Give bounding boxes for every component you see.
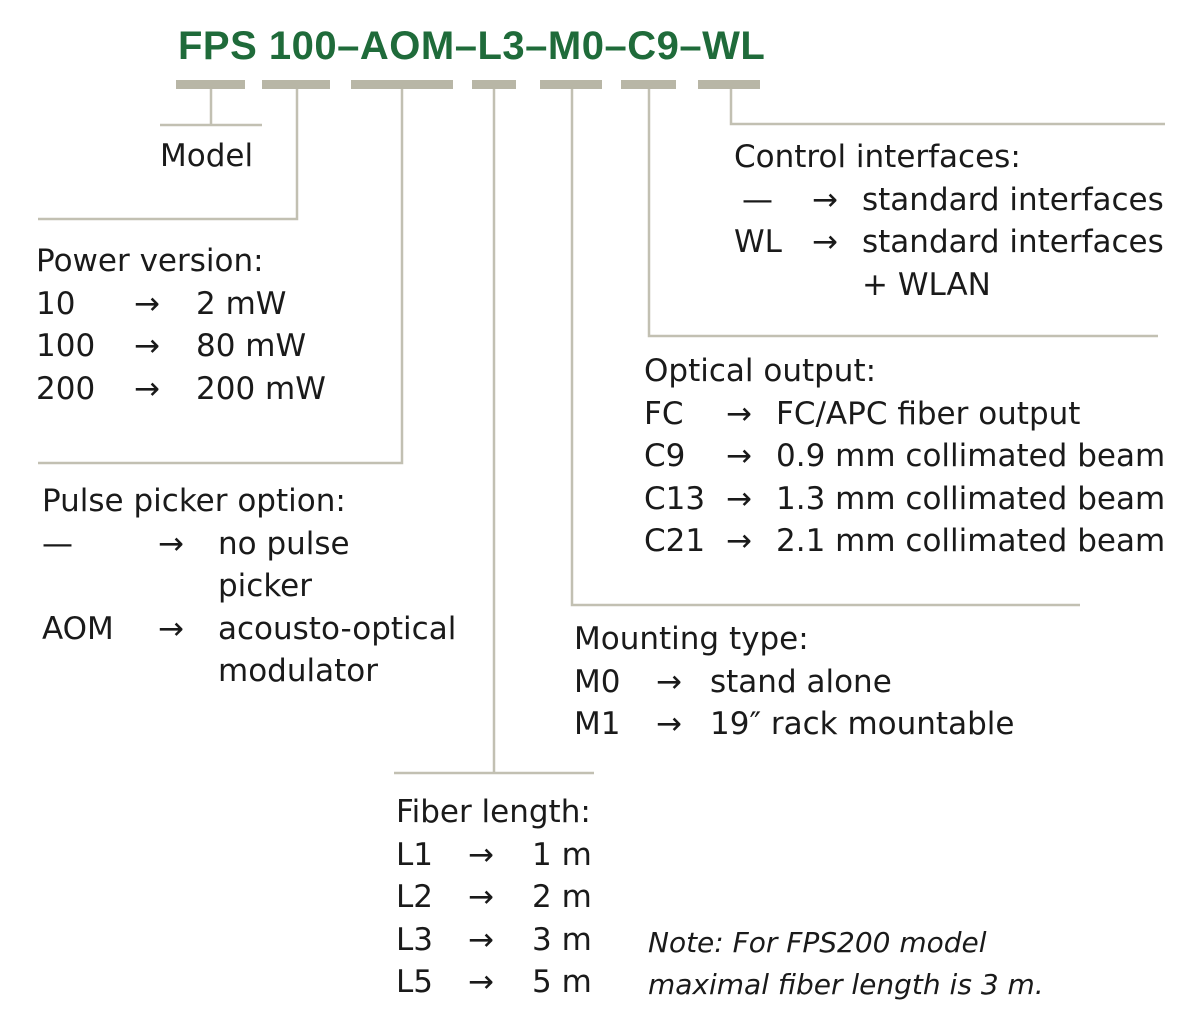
arrow-icon: → [726,395,752,432]
product-code-title: FPS 100–AOM–L3–M0–C9–WL [178,24,766,68]
optical-desc: 2.1 mm collimated beam [776,523,1166,559]
optical-desc: 1.3 mm collimated beam [776,480,1166,517]
segment-bar-model [176,80,245,89]
control-desc: standard interfaces [862,181,1164,218]
optical-desc: FC/APC fiber output [776,395,1081,432]
optical-code: C13 [644,480,706,517]
mounting-desc: stand alone [710,663,892,700]
pulse-code: AOM [42,610,114,647]
mounting-code: M1 [574,706,621,742]
optical-code: C21 [644,523,706,559]
segment-bar-mounting [540,80,602,89]
fiber-note-line: Note: For FPS200 model [648,926,987,959]
arrow-icon: → [134,328,160,364]
arrow-icon: → [468,921,494,958]
segment-bar-power [262,80,330,89]
power-code: 200 [36,370,96,407]
control-title: Control interfaces: [734,139,1021,175]
mounting-code: M0 [574,663,621,700]
arrow-icon: → [726,438,752,474]
arrow-icon: → [656,706,682,742]
control-desc-cont: + WLAN [862,266,991,303]
arrow-icon: → [468,964,494,1000]
arrow-icon: → [134,370,160,407]
pulse-desc: no pulse [218,525,350,562]
optical-code: C9 [644,438,686,474]
arrow-icon: → [726,523,752,559]
fiber-title: Fiber length: [396,794,591,830]
fiber-code: L2 [396,879,433,915]
fiber-desc: 5 m [532,964,592,1000]
pulse-desc: acousto-optical [218,610,457,647]
arrow-icon: → [656,663,682,700]
fiber-code: L3 [396,921,433,958]
segment-bars [176,80,760,89]
mounting-desc: 19″ rack mountable [710,706,1015,742]
optical-title: Optical output: [644,353,877,389]
arrow-icon: → [158,610,184,647]
fiber-desc: 1 m [532,836,592,873]
pulse-desc-cont: picker [218,568,312,604]
arrow-icon: → [158,525,184,562]
mounting-title: Mounting type: [574,621,809,657]
segment-bar-fiber [472,80,516,89]
segment-bar-control [698,80,760,89]
leader-line-fiber [394,89,594,775]
leader-line-optical [647,89,1158,338]
fiber-desc: 2 m [532,879,592,915]
pulse-title: Pulse picker option: [42,483,346,519]
power-desc: 2 mW [196,285,287,322]
fiber-note-line: maximal fiber length is 3 m. [648,968,1044,1001]
leader-line-pulse [38,89,404,465]
arrow-icon: → [468,836,494,873]
power-desc: 200 mW [196,370,326,407]
fiber-code: L1 [396,836,433,873]
leader-line-model [160,89,262,127]
power-title: Power version: [36,243,264,279]
pulse-desc-cont: modulator [218,653,378,689]
arrow-icon: → [812,181,838,218]
arrow-icon: → [134,285,160,322]
arrow-icon: → [468,879,494,915]
optical-desc: 0.9 mm collimated beam [776,438,1166,474]
fiber-desc: 3 m [532,921,592,958]
pulse-code: — [42,525,73,562]
leader-line-power [38,89,299,221]
power-code: 100 [36,328,96,364]
arrow-icon: → [812,224,838,260]
leader-line-control [729,89,1165,126]
control-code: WL [734,224,782,260]
power-code: 10 [36,285,76,322]
control-desc: standard interfaces [862,224,1164,260]
segment-bar-pulse [351,80,453,89]
segment-bar-optical [621,80,676,89]
control-code: — [742,181,773,218]
model-label: Model [160,138,254,174]
power-desc: 80 mW [196,328,307,364]
optical-code: FC [644,395,684,432]
fiber-code: L5 [396,964,433,1000]
leader-line-mounting [570,89,1080,607]
fiber-note: Note: For FPS200 model maximal fiber len… [648,922,1044,1006]
arrow-icon: → [726,480,752,517]
